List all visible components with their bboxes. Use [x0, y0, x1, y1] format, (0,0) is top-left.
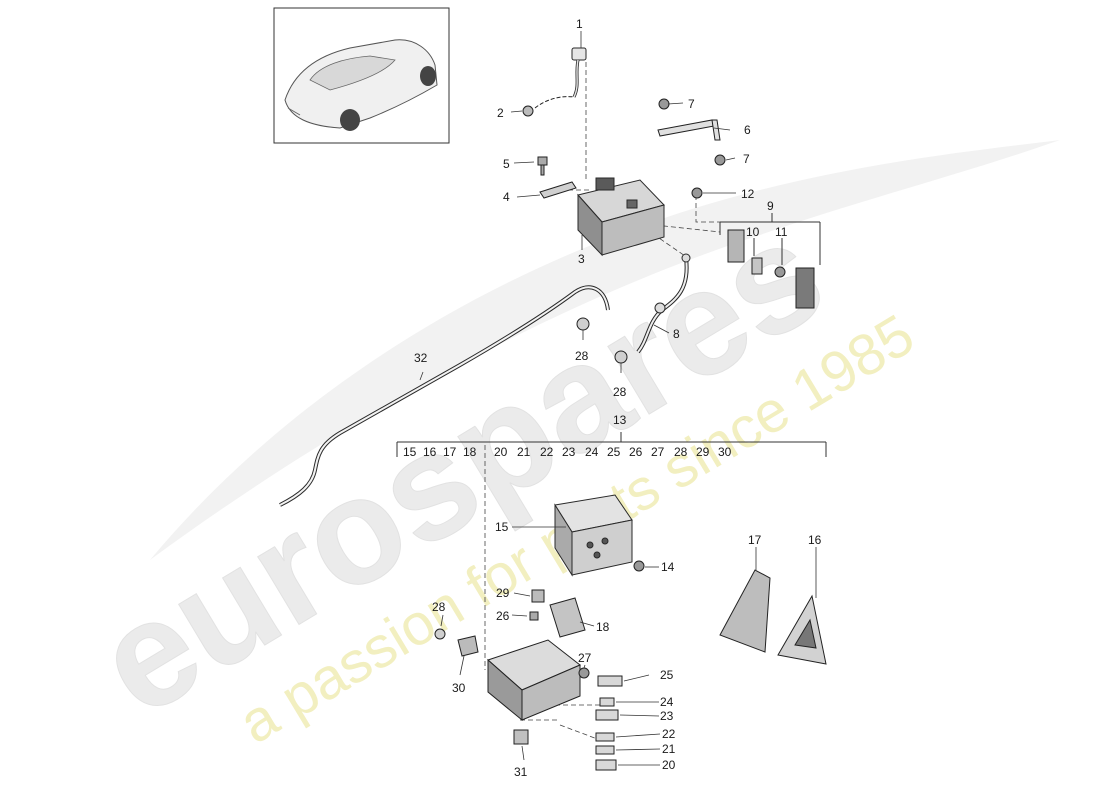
- part-18-relay-carrier: [487, 597, 586, 722]
- callout-8: 8: [673, 327, 680, 341]
- group-13-header: 15 16 17 18 20 21 22 23 24 25 26 27 28 2…: [403, 445, 732, 459]
- callout-4: 4: [503, 190, 510, 204]
- part-15-fuse-box: [554, 494, 633, 577]
- header-25: 25: [607, 445, 621, 459]
- part-28-grommets: [434, 317, 628, 640]
- part-30-connector: [457, 635, 479, 657]
- fuse-set: [595, 675, 623, 771]
- header-27: 27: [651, 445, 665, 459]
- callout-5: 5: [503, 157, 510, 171]
- callout-23: 23: [660, 709, 674, 723]
- part-5-bolt: [537, 156, 548, 176]
- callout-6: 6: [744, 123, 751, 137]
- callout-15: 15: [495, 520, 509, 534]
- callout-10: 10: [746, 225, 760, 239]
- callout-1: 1: [576, 17, 583, 31]
- callout-7b: 7: [743, 152, 750, 166]
- part-29-relay: [531, 589, 545, 603]
- callout-17: 17: [748, 533, 762, 547]
- header-30: 30: [718, 445, 732, 459]
- callout-9: 9: [767, 199, 774, 213]
- callout-2: 2: [497, 106, 504, 120]
- callout-18: 18: [596, 620, 610, 634]
- header-18: 18: [463, 445, 477, 459]
- header-29: 29: [696, 445, 710, 459]
- part-27-nut: [578, 667, 590, 679]
- header-24: 24: [585, 445, 599, 459]
- header-22: 22: [540, 445, 554, 459]
- callout-labels: 1 2 3 4 5 6 7 7 8 9 10 11 12 13 14 15 16…: [414, 17, 822, 779]
- part-4-hold-down-clamp: [539, 181, 577, 199]
- part-1-ground-strap: [571, 47, 587, 98]
- header-26: 26: [629, 445, 643, 459]
- callout-30: 30: [452, 681, 466, 695]
- callout-32: 32: [414, 351, 428, 365]
- callout-11: 11: [775, 225, 788, 239]
- callout-26: 26: [496, 609, 510, 623]
- callout-27: 27: [578, 651, 592, 665]
- header-17: 17: [443, 445, 457, 459]
- small-parts: [457, 589, 590, 745]
- callout-3: 3: [578, 252, 585, 266]
- part-16-cover: [777, 594, 827, 665]
- car-icon: [284, 39, 438, 129]
- header-16: 16: [423, 445, 437, 459]
- header-15: 15: [403, 445, 417, 459]
- vehicle-thumbnail: [273, 7, 450, 144]
- callout-21: 21: [662, 742, 676, 756]
- part-26-fuse: [529, 611, 539, 621]
- callout-14: 14: [661, 560, 675, 574]
- callout-13: 13: [613, 413, 627, 427]
- callout-12: 12: [741, 187, 755, 201]
- part-14-nut: [633, 560, 645, 572]
- callout-28a: 28: [575, 349, 589, 363]
- group-9-bracket: [719, 213, 821, 265]
- part-6-bracket: [657, 119, 721, 141]
- callout-24: 24: [660, 695, 674, 709]
- callout-25: 25: [660, 668, 674, 682]
- callout-16: 16: [808, 533, 822, 547]
- header-28: 28: [674, 445, 688, 459]
- part-2-nut: [522, 96, 575, 117]
- part-31-relay: [513, 729, 529, 745]
- callout-29: 29: [496, 586, 510, 600]
- header-23: 23: [562, 445, 576, 459]
- part-9-10-11-fuse-modules: [727, 229, 815, 309]
- callout-28c: 28: [432, 600, 446, 614]
- callout-28b: 28: [613, 385, 627, 399]
- part-3-battery: [577, 177, 665, 257]
- callout-7a: 7: [688, 97, 695, 111]
- header-20: 20: [494, 445, 508, 459]
- header-21: 21: [517, 445, 531, 459]
- part-17-cover: [719, 569, 771, 653]
- part-8-battery-cable: [636, 253, 691, 354]
- group-13-bracket: [396, 432, 827, 457]
- part-12-nut: [691, 187, 703, 199]
- part-32-positive-cable: [279, 285, 610, 507]
- callout-20: 20: [662, 758, 676, 772]
- callout-22: 22: [662, 727, 676, 741]
- callout-31: 31: [514, 765, 528, 779]
